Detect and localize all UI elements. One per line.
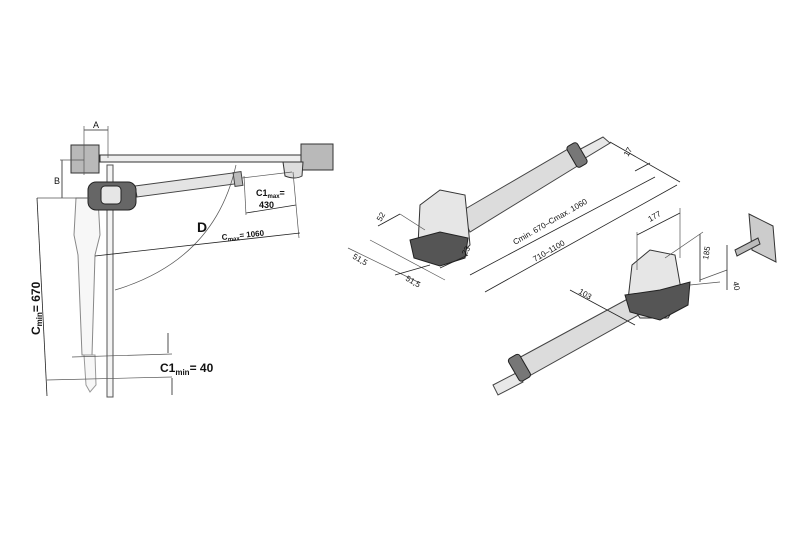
label-a: A xyxy=(93,120,99,130)
cmax-label: Cmax= 1060 xyxy=(221,229,265,244)
dim-40: 40 xyxy=(731,281,742,292)
cmin-label: Cmin= 670 xyxy=(29,281,44,335)
label-b: B xyxy=(54,176,60,186)
wall-bracket-plate xyxy=(748,213,777,263)
actuator-iso-upper: 17 Cmin. 670–Cmax. 1060 710–1100 52 51,5… xyxy=(347,136,681,293)
wall-bracket-arm xyxy=(734,237,761,257)
opening-arc xyxy=(114,164,237,291)
actuator-tube xyxy=(134,171,243,198)
gate-bracket xyxy=(282,161,304,179)
dim-185: 185 xyxy=(701,245,712,260)
dim-177: 177 xyxy=(647,209,664,224)
motor-base-lower xyxy=(624,281,691,321)
tube-cap-upper xyxy=(566,142,588,168)
wall-block xyxy=(300,143,334,171)
actuator-rod xyxy=(241,171,293,179)
dim-cmax-line xyxy=(94,232,301,257)
tube-lower xyxy=(514,294,643,381)
actuator-iso-lower: 177 185 40 103 xyxy=(492,208,777,396)
c1max-label: C1max= xyxy=(256,188,285,200)
label-d: D xyxy=(197,219,207,235)
actuator-motor-window xyxy=(100,185,122,205)
motor-base-upper xyxy=(409,231,469,267)
dim-cmin-line xyxy=(36,197,48,397)
dim-52: 52 xyxy=(375,210,388,223)
rod-lower xyxy=(492,371,524,396)
c1max-value: 430 xyxy=(259,200,274,210)
actuator-open-position xyxy=(73,197,101,356)
dim-c1max-line xyxy=(245,204,297,214)
gate-leaf-closed xyxy=(99,154,303,163)
dim-51-5-a: 51,5 xyxy=(351,252,369,268)
actuator-open-end xyxy=(83,354,97,393)
dim-stroke: Cmin. 670–Cmax. 1060 xyxy=(512,197,590,247)
gate-leaf-open xyxy=(106,164,114,398)
pillar-block xyxy=(70,144,100,174)
installation-top-view: A B D C1max= 430 Cmax= 1060 Cmin= 670 C1… xyxy=(29,120,334,398)
dim-length: 710–1100 xyxy=(532,238,567,264)
dim-17: 17 xyxy=(622,145,635,158)
actuator-cap xyxy=(232,170,244,188)
tube-cap-lower xyxy=(507,353,531,382)
dim-103: 103 xyxy=(577,287,594,302)
dim-51-5-b: 51,5 xyxy=(404,274,422,290)
tube-upper xyxy=(459,144,585,233)
c1min-label: C1min= 40 xyxy=(160,361,214,377)
